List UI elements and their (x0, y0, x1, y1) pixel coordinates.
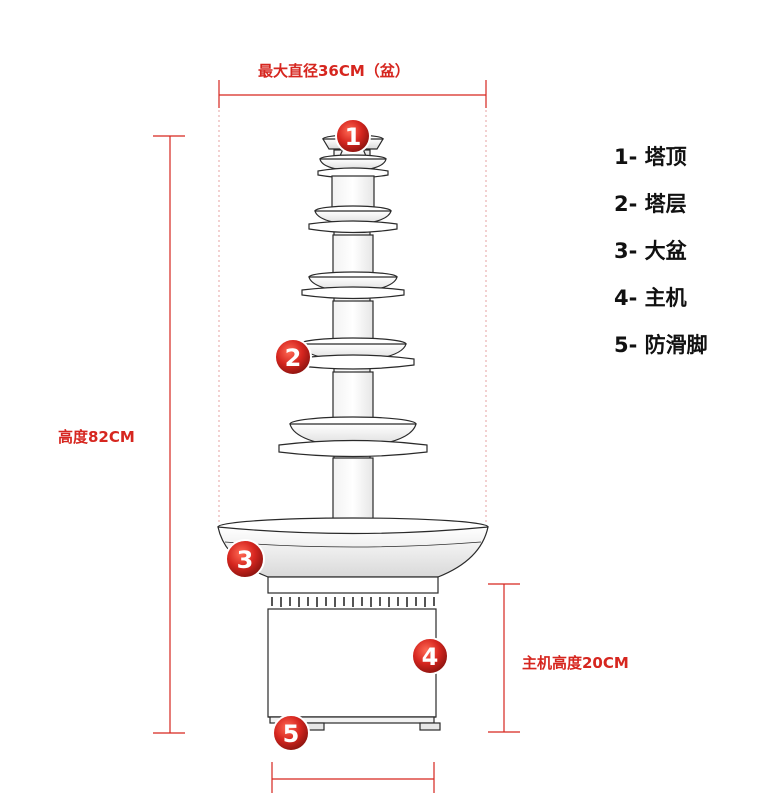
legend-label: 主机 (644, 286, 687, 310)
legend-number: 5- (614, 333, 638, 357)
total-height-dimension (153, 135, 185, 734)
tower-tier (278, 416, 428, 525)
tower-tier (301, 271, 405, 344)
legend-number: 2- (614, 192, 638, 216)
callout-badge-2: 2 (274, 338, 312, 376)
callout-number: 5 (283, 720, 300, 748)
legend-item-4: 4- 主机 (614, 284, 708, 331)
callout-number: 2 (285, 344, 302, 372)
callout-number: 1 (345, 123, 362, 151)
legend-label: 防滑脚 (644, 333, 708, 357)
fountain (217, 134, 489, 731)
legend-item-2: 2- 塔层 (614, 190, 708, 237)
base-height-dimension (488, 583, 520, 733)
callout-badge-4: 4 (411, 637, 449, 675)
base-width-dimension (271, 762, 435, 793)
legend-label: 塔层 (644, 192, 687, 216)
legend-label: 塔顶 (644, 145, 687, 169)
legend-label: 大盆 (644, 239, 687, 263)
vent-ridge (271, 597, 435, 607)
callout-number: 3 (237, 546, 254, 574)
anti-slip-feet (303, 722, 441, 731)
legend-item-3: 3- 大盆 (614, 237, 708, 284)
base-height-label: 主机高度20CM (522, 654, 629, 672)
total-height-label: 高度82CM (58, 428, 135, 446)
extension-lines (218, 110, 487, 522)
legend-number: 4- (614, 286, 638, 310)
callout-badge-1: 1 (335, 118, 371, 154)
callout-badge-3: 3 (225, 539, 265, 579)
tower-tier (291, 337, 415, 420)
legend-item-5: 5- 防滑脚 (614, 331, 708, 378)
legend-number: 3- (614, 239, 638, 263)
basin-diameter-label: 最大直径36CM（盆） (258, 62, 410, 80)
tower-tier (317, 154, 389, 215)
basin-diameter-dimension (218, 80, 487, 108)
legend-number: 1- (614, 145, 638, 169)
callout-number: 4 (422, 643, 439, 671)
base-unit (267, 608, 437, 724)
tower-tier (308, 205, 398, 276)
legend-item-1: 1- 塔顶 (614, 143, 708, 190)
parts-legend: 1- 塔顶 2- 塔层 3- 大盆 4- 主机 5- 防滑脚 (614, 143, 708, 378)
callout-badge-5: 5 (272, 714, 310, 752)
